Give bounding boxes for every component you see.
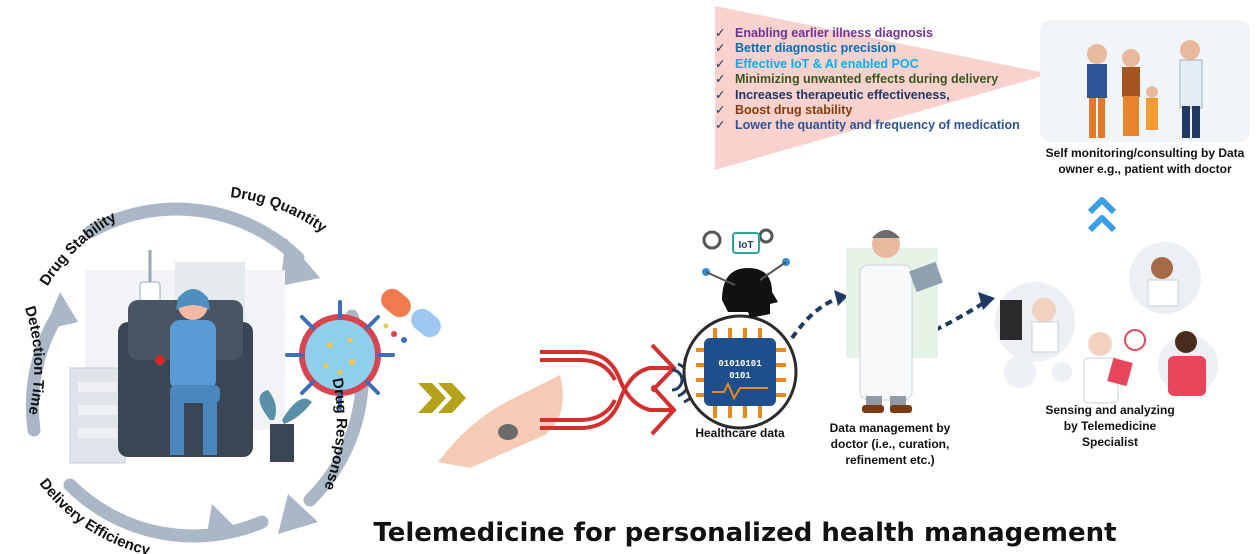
- up-chevrons-icon: [1087, 197, 1117, 233]
- benefit-cone: [715, 6, 1050, 170]
- benefit-text: Minimizing unwanted effects during deliv…: [735, 72, 999, 87]
- benefit-item: ✓ Better diagnostic precision: [705, 41, 1045, 56]
- forward-chevrons-icon: [418, 383, 466, 413]
- svg-text:Detection Time: Detection Time: [21, 304, 47, 417]
- check-icon: ✓: [715, 56, 726, 71]
- cycle-label-drug-response: Drug Response: [320, 377, 349, 493]
- benefit-item: ✓ Minimizing unwanted effects during deli…: [705, 72, 1045, 87]
- benefit-text: Enabling earlier illness diagnosis: [735, 26, 933, 40]
- caption-data-management: Data management by doctor (i.e., curatio…: [829, 421, 951, 467]
- check-icon: ✓: [715, 118, 726, 133]
- dashed-arrows: [790, 296, 987, 340]
- chip-bits-line-1: 01010101: [718, 359, 762, 369]
- benefit-item: ✓ Boost drug stability: [705, 103, 1045, 118]
- benefit-text: Better diagnostic precision: [735, 41, 897, 56]
- benefit-text: Boost drug stability: [735, 103, 853, 118]
- nanoparticle: [285, 300, 395, 410]
- benefit-text: Effective IoT & AI enabled POC: [735, 56, 919, 71]
- svg-text:Drug Response: Drug Response: [320, 377, 349, 493]
- caption-healthcare-data: Healthcare data: [695, 426, 785, 440]
- benefit-item: ✓ Lower the quantity and frequency of med…: [705, 118, 1045, 133]
- check-icon: ✓: [715, 72, 726, 87]
- benefit-text: Increases therapeutic effectiveness,: [735, 87, 950, 102]
- check-icon: ✓: [715, 87, 726, 102]
- benefit-text: Lower the quantity and frequency of medi…: [735, 118, 1020, 133]
- cycle-arrowheads: [44, 238, 320, 540]
- page-title: Telemedicine for personalized health man…: [373, 518, 1117, 548]
- cycle-label-detection-time: Detection Time: [21, 304, 47, 417]
- ai-head-icon: [702, 228, 790, 318]
- specialists-illustration: [995, 242, 1218, 404]
- caption-sensing: Sensing and analyzing by Telemedicine Sp…: [1045, 403, 1175, 449]
- check-icon: ✓: [715, 41, 726, 56]
- caption-self-monitoring: Self monitoring/consulting by Data owner…: [1045, 146, 1245, 176]
- doctor-illustration: [846, 230, 943, 413]
- benefits-list: ✓ Enabling earlier illness diagnosis ✓ Bett…: [705, 26, 1045, 134]
- signal-arrows: [540, 343, 677, 436]
- arm-with-sensor: [438, 375, 563, 468]
- family-illustration: [1040, 20, 1250, 142]
- benefit-item: ✓ Enabling earlier illness diagnosis: [705, 26, 1045, 41]
- benefit-item: ✓ Increases therapeutic effectiveness,: [705, 88, 1045, 103]
- check-icon: ✓: [715, 103, 726, 118]
- cycle-label-delivery-efficiency: Delivery Efficiency: [36, 475, 152, 554]
- svg-text:Delivery Efficiency: Delivery Efficiency: [36, 475, 152, 554]
- healthcare-chip: [682, 314, 798, 430]
- patient-scene: [69, 250, 312, 464]
- check-icon: ✓: [715, 26, 726, 40]
- chip-bits-line-2: 0101: [729, 371, 751, 381]
- benefit-item: ✓ Effective IoT & AI enabled POC: [705, 57, 1045, 72]
- capsule: [381, 288, 441, 343]
- iot-label: IoT: [739, 240, 754, 251]
